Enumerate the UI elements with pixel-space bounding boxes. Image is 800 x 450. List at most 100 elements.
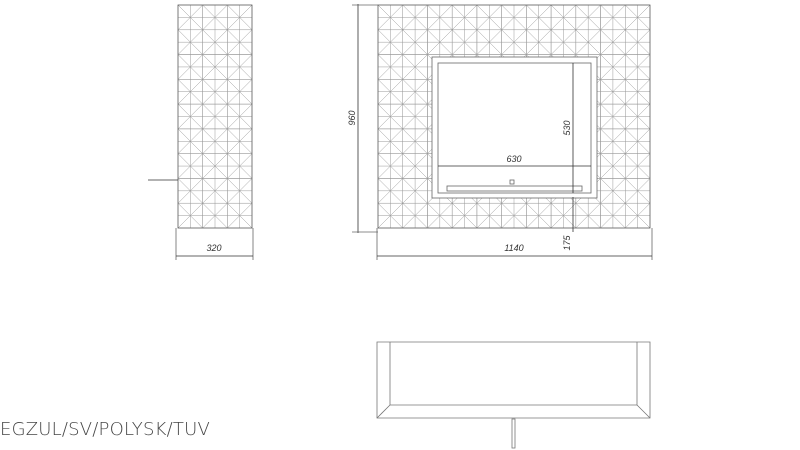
- pattern-tile: [550, 4, 577, 31]
- pattern-tile: [377, 128, 403, 154]
- burner-knob: [509, 179, 515, 185]
- pattern-tile: [550, 29, 577, 55]
- pattern-tile: [526, 29, 552, 55]
- pattern-tile: [600, 4, 626, 31]
- pattern-tile: [402, 128, 428, 154]
- pattern-tile: [476, 4, 502, 31]
- pattern-tile: [600, 178, 626, 204]
- pattern-tile: [377, 153, 403, 179]
- top-inner: [389, 342, 638, 406]
- pattern-tile: [600, 54, 626, 80]
- pattern-tile: [402, 79, 428, 105]
- front-height-label: 960: [347, 110, 357, 125]
- pattern-tile: [427, 29, 453, 55]
- pattern-tile: [625, 128, 651, 154]
- pattern-tile: [227, 29, 253, 55]
- pattern-tile: [227, 103, 253, 130]
- pattern-tile: [227, 202, 253, 229]
- pattern-tile: [600, 103, 626, 130]
- pattern-tile: [202, 202, 228, 229]
- pattern-tile: [600, 79, 626, 105]
- pattern-tile: [177, 79, 203, 105]
- pattern-tile: [625, 202, 651, 229]
- pattern-tile: [202, 4, 228, 31]
- pattern-tile: [177, 202, 203, 229]
- pattern-tile: [402, 103, 428, 130]
- pattern-tile: [177, 103, 203, 130]
- opening-width-label: 630: [506, 154, 521, 164]
- firebox-opening: [437, 62, 592, 194]
- pattern-tile: [625, 29, 651, 55]
- pattern-tile: [202, 29, 228, 55]
- front-width-label: 1140: [504, 243, 523, 253]
- burner: [446, 185, 583, 192]
- pattern-tile: [451, 4, 478, 31]
- side-pattern-grid: [177, 4, 253, 229]
- pattern-tile: [377, 103, 403, 130]
- pattern-tile: [451, 29, 478, 55]
- pattern-tile: [427, 4, 453, 31]
- pattern-tile: [526, 4, 552, 31]
- top-pipe: [511, 418, 516, 449]
- pattern-tile: [202, 178, 228, 204]
- pattern-tile: [402, 202, 428, 229]
- pattern-tile: [227, 153, 253, 179]
- side-view: [148, 4, 254, 260]
- top-corner-left: [376, 404, 391, 419]
- pattern-tile: [625, 178, 651, 204]
- pattern-tile: [177, 178, 203, 204]
- side-outline: [177, 4, 253, 229]
- pattern-tile: [501, 4, 527, 31]
- pattern-tile: [202, 103, 228, 130]
- pattern-tile: [600, 153, 626, 179]
- pattern-tile: [177, 54, 203, 80]
- pattern-tile: [227, 79, 253, 105]
- pattern-tile: [501, 202, 527, 229]
- top-view: [376, 341, 651, 449]
- pattern-tile: [625, 103, 651, 130]
- pattern-tile: [377, 29, 403, 55]
- pattern-tile: [575, 29, 601, 55]
- pattern-tile: [625, 79, 651, 105]
- pattern-tile: [625, 4, 651, 31]
- pattern-tile: [402, 4, 428, 31]
- pattern-tile: [202, 79, 228, 105]
- pattern-tile: [202, 54, 228, 80]
- front-view: [352, 4, 653, 260]
- pattern-tile: [550, 202, 577, 229]
- pattern-tile: [575, 202, 601, 229]
- pattern-tile: [177, 29, 203, 55]
- pattern-tile: [600, 29, 626, 55]
- top-outline: [376, 341, 651, 419]
- pattern-tile: [177, 4, 203, 31]
- pattern-tile: [451, 202, 478, 229]
- pattern-tile: [402, 54, 428, 80]
- pattern-tile: [476, 29, 502, 55]
- firebox-frame: [431, 56, 598, 199]
- model-caption: EGZUL/SV/POLYSK/TUV: [0, 419, 210, 440]
- pattern-tile: [377, 54, 403, 80]
- pattern-tile: [227, 128, 253, 154]
- pattern-tile: [476, 202, 502, 229]
- pattern-tile: [625, 54, 651, 80]
- pattern-tile: [402, 29, 428, 55]
- pattern-tile: [526, 202, 552, 229]
- pattern-tile: [402, 153, 428, 179]
- pattern-tile: [202, 153, 228, 179]
- bottom-offset-label: 175: [562, 235, 572, 251]
- pattern-tile: [501, 29, 527, 55]
- pattern-tile: [377, 79, 403, 105]
- pattern-tile: [377, 178, 403, 204]
- pattern-tile: [600, 202, 626, 229]
- pattern-tile: [202, 128, 228, 154]
- pattern-tile: [402, 178, 428, 204]
- pattern-tile: [600, 128, 626, 154]
- pattern-tile: [177, 128, 203, 154]
- opening-height-label: 530: [562, 120, 572, 135]
- pattern-tile: [575, 4, 601, 31]
- pattern-tile: [227, 54, 253, 80]
- pattern-tile: [227, 4, 253, 31]
- pattern-tile: [625, 153, 651, 179]
- pattern-tile: [377, 4, 403, 31]
